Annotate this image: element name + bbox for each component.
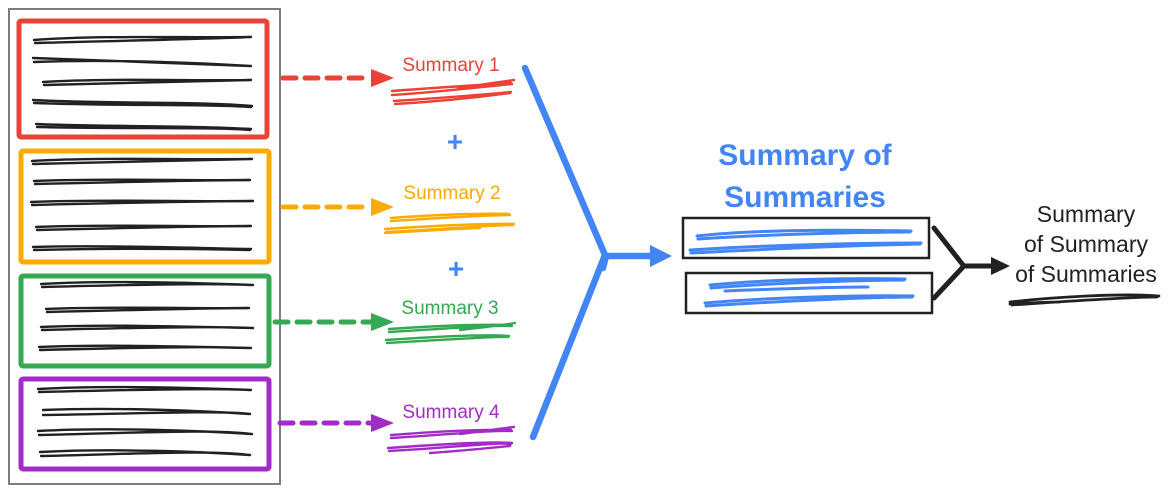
- summary-of-summaries-title: Summary of Summaries: [655, 135, 955, 219]
- final-merge-bracket: [931, 225, 996, 301]
- final-summary-label-line-3: of Summaries: [1015, 261, 1157, 287]
- final-merge-arrowhead: [991, 257, 1010, 275]
- summary-of-summaries-box-2: [684, 271, 934, 315]
- arrowhead-summary-2: [371, 198, 394, 216]
- summary-4-scribble: [386, 425, 516, 455]
- summary-4-label: Summary 4: [402, 402, 500, 423]
- summary-of-summaries-scribble-2: [703, 277, 915, 308]
- summary-1-label: Summary 1: [402, 55, 500, 76]
- plus-sign-1: +: [446, 126, 464, 157]
- merge-arrowhead: [650, 245, 672, 267]
- document-2-box: [18, 148, 272, 265]
- summary-of-summaries-box-1: [681, 216, 931, 260]
- arrowhead-summary-4: [371, 414, 394, 432]
- document-2-text-scribbles: [29, 157, 255, 252]
- summary-1-scribble: [390, 78, 516, 106]
- summary-of-summaries-title-line-2: Summaries: [724, 181, 886, 214]
- summary-3-scribble: [384, 321, 517, 345]
- documents-container-frame: [8, 8, 281, 485]
- final-summary-scribble: [1008, 293, 1161, 307]
- document-1-box: [16, 18, 270, 140]
- document-4-text-scribbles: [36, 385, 254, 458]
- summary-2-label: Summary 2: [403, 183, 501, 204]
- merge-chevron: [521, 64, 655, 441]
- final-summary-label: Summary of Summary of Summaries: [966, 199, 1170, 289]
- plus-sign-2: +: [447, 253, 465, 284]
- arrowhead-summary-3: [371, 313, 394, 331]
- document-1-text-scribbles: [31, 35, 254, 132]
- summary-of-summaries-scribble-1: [688, 228, 923, 255]
- summary-2-scribble: [383, 212, 516, 235]
- document-3-text-scribbles: [37, 280, 255, 352]
- document-3-box: [18, 273, 272, 369]
- summary-of-summaries-title-line-1: Summary of: [718, 139, 892, 172]
- final-summary-label-line-2: of Summary: [1024, 231, 1148, 257]
- summary-3-label: Summary 3: [401, 298, 499, 319]
- arrowhead-summary-1: [371, 69, 394, 87]
- document-4-box: [18, 376, 272, 472]
- final-summary-label-line-1: Summary: [1036, 201, 1136, 227]
